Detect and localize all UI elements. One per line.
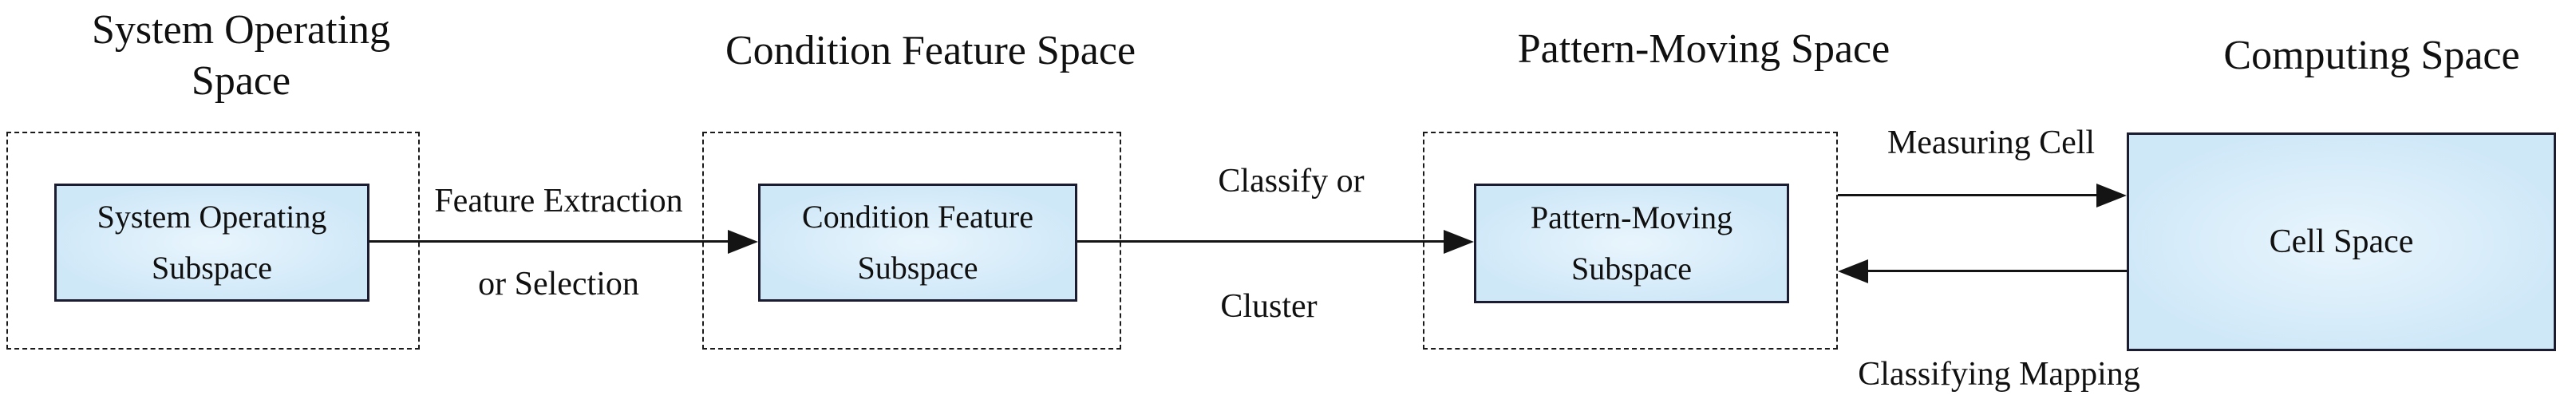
arrowhead-right-icon [728, 230, 758, 254]
space-title-computing: Computing Space [2223, 33, 2520, 78]
arrowhead-left-icon [1838, 259, 1868, 283]
cell-space-label: Cell Space [2269, 223, 2414, 260]
classifying-mapping-label: Classifying Mapping [1858, 356, 2140, 393]
feature-extraction-label: Feature Extraction [434, 183, 683, 219]
space-title-pattern-moving: Pattern-Moving Space [1517, 26, 1891, 72]
system-operating-subspace-box: System Operating Subspace [54, 184, 369, 302]
classify-or-label: Classify or [1218, 163, 1365, 200]
arrowhead-right-icon [1444, 230, 1474, 254]
arrowhead-right-icon [2096, 184, 2127, 207]
measuring-cell-label: Measuring Cell [1887, 124, 2096, 161]
or-selection-label: or Selection [478, 266, 639, 302]
cell-space-box: Cell Space [2127, 132, 2556, 351]
space-title-condition-feature: Condition Feature Space [725, 28, 1136, 73]
condition-feature-subspace-box: Condition Feature Subspace [758, 184, 1077, 302]
cluster-label: Cluster [1220, 288, 1318, 325]
classify-arrow-line [1077, 240, 1444, 243]
feature-extraction-arrow-line [369, 240, 728, 243]
classifying-mapping-arrow-line [1868, 270, 2127, 272]
system-operating-subspace-label: System Operating Subspace [97, 199, 327, 286]
pattern-moving-subspace-box: Pattern-Moving Subspace [1474, 184, 1789, 303]
space-title-system-operating: System Operating Space [91, 7, 391, 104]
pattern-moving-subspace-label: Pattern-Moving Subspace [1530, 200, 1733, 287]
condition-feature-subspace-label: Condition Feature Subspace [802, 199, 1033, 286]
measuring-cell-arrow-line [1838, 194, 2096, 196]
